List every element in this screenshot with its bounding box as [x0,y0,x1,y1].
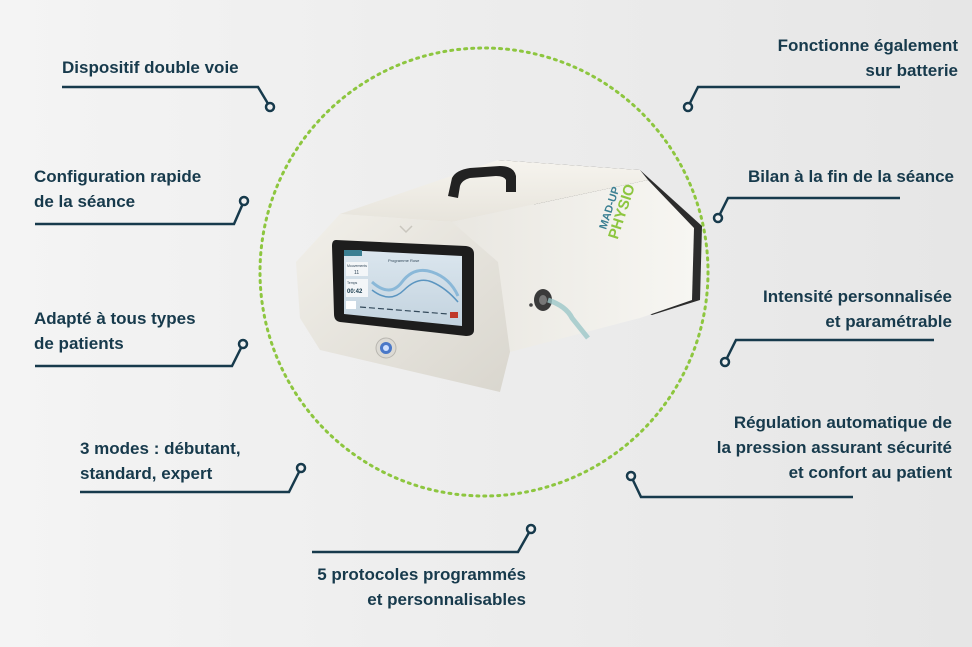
feature-intensite-line2: et paramétrable [825,312,952,331]
feature-double-voie-line1: Dispositif double voie [62,58,239,77]
screen-count: 11 [354,270,359,276]
leader-dot-3 [237,338,249,350]
feature-configuration: Configuration rapide de la séance [34,164,201,214]
feature-bilan-line1: Bilan à la fin de la séance [748,167,954,186]
feature-batterie-line2: sur batterie [865,61,958,80]
leader-line-3 [35,343,245,368]
leader-line-4 [80,467,303,494]
feature-intensite: Intensité personnalisée et paramétrable [763,284,952,334]
screen-time: 00:42 [347,289,363,295]
leader-dot-9 [625,470,637,482]
feature-protocoles: 5 protocoles programmés et personnalisab… [317,562,526,612]
device-top [340,160,648,222]
feature-modes-line1: 3 modes : débutant, [80,439,241,458]
feature-regulation-line3: et confort au patient [788,463,952,482]
feature-regulation: Régulation automatique de la pression as… [717,410,952,485]
leader-line-6 [686,85,900,108]
device-handle [448,166,516,198]
device-connector [529,289,590,340]
device-side [452,180,694,352]
feature-intensite-line1: Intensité personnalisée [763,287,952,306]
leader-dot-6 [682,101,694,113]
top-mark [399,225,413,234]
feature-protocoles-line1: 5 protocoles programmés [317,565,526,584]
leader-lines [35,85,934,554]
leader-line-2 [35,200,246,226]
feature-regulation-line2: la pression assurant sécurité [716,438,952,457]
screen-title: Programme Rose [388,258,420,263]
feature-patients: Adapté à tous types de patients [34,306,196,356]
leader-dot-5 [525,523,537,535]
feature-modes: 3 modes : débutant, standard, expert [80,436,241,486]
screen-time-label: Temps [347,281,358,285]
feature-patients-line1: Adapté à tous types [34,309,196,328]
leader-line-1 [62,85,272,108]
feature-modes-line2: standard, expert [80,464,213,483]
feature-patients-line2: de patients [34,334,124,353]
leader-dot-4 [295,462,307,474]
leader-dot-2 [238,195,250,207]
leader-line-8 [723,338,934,363]
leader-dot-7 [712,212,724,224]
leader-line-9 [629,475,853,499]
feature-batterie: Fonctionne également sur batterie [778,33,958,83]
feature-batterie-line1: Fonctionne également [777,36,958,55]
device-screen: Programme Rose Mouvements 11 Temps 00:42 [332,240,474,336]
leader-dot-1 [264,101,276,113]
leader-dot-8 [719,356,731,368]
feature-bilan: Bilan à la fin de la séance [748,164,954,189]
screen-left-label: Mouvements [347,264,367,268]
feature-protocoles-line2: et personnalisables [367,590,526,609]
leader-line-5 [312,528,533,554]
leader-dots [237,101,731,535]
dotted-circle [258,46,710,498]
feature-configuration-line1: Configuration rapide [34,167,202,186]
feature-double-voie: Dispositif double voie [62,55,239,80]
feature-regulation-line1: Régulation automatique de [733,413,952,432]
feature-configuration-line2: de la séance [34,192,136,211]
leader-line-7 [716,196,900,219]
power-button [375,337,397,359]
